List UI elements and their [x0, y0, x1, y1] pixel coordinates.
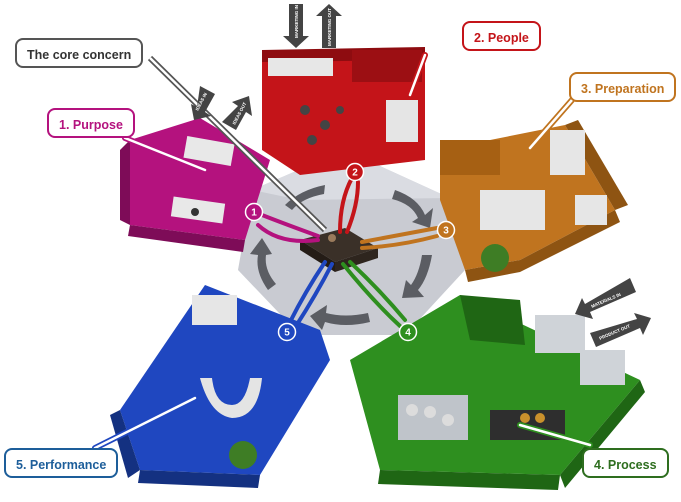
thick-arrow-icon	[316, 4, 342, 48]
callout-core-concern: The core concern	[15, 38, 144, 68]
performance-zone	[110, 285, 330, 488]
step-number: 1	[251, 208, 257, 219]
callout-performance: 5. Performance	[4, 448, 119, 478]
step-marker-2[interactable]: 2	[345, 162, 365, 182]
thick-arrow-icon	[283, 4, 309, 48]
callout-preparation: 3. Preparation	[569, 72, 677, 102]
step-number: 2	[352, 168, 358, 179]
u-shaped-table	[200, 378, 262, 418]
step-marker-3[interactable]: 3	[436, 220, 456, 240]
core-person	[328, 234, 336, 242]
step-marker-5[interactable]: 5	[277, 322, 297, 342]
marketing-out-arrow: MARKETING OUT	[316, 4, 342, 48]
ideas-out-arrow: IDEAS OUT	[222, 96, 252, 130]
callout-purpose: 1. Purpose	[47, 108, 135, 138]
purpose-zone	[120, 118, 270, 252]
thick-arrow-icon	[222, 96, 252, 130]
step-number: 3	[443, 226, 449, 237]
performance-arrow	[288, 260, 327, 324]
step-number: 4	[405, 328, 411, 339]
process-zone	[350, 295, 645, 490]
plant-icon	[481, 244, 509, 272]
curved-arrow-icon	[402, 255, 432, 298]
product-out-arrow: PRODUCT OUT	[590, 313, 651, 347]
thick-arrow-icon	[590, 313, 651, 347]
people-arrow	[338, 176, 354, 234]
purpose-arrow	[256, 223, 320, 243]
process-arrow	[348, 260, 407, 322]
svg-text:MARKETING OUT: MARKETING OUT	[327, 8, 332, 46]
callout-process: 4. Process	[582, 448, 669, 478]
plant-icon	[229, 441, 257, 469]
preparation-zone	[440, 120, 628, 282]
marketing-in-arrow: MARKETING IN	[283, 4, 309, 48]
svg-text:MARKETING IN: MARKETING IN	[294, 5, 299, 38]
materials-in-arrow: MATERIALS IN	[575, 278, 636, 319]
step-marker-1[interactable]: 1	[244, 202, 264, 222]
curved-arrow-icon	[392, 190, 433, 228]
preparation-arrow	[360, 226, 439, 244]
curved-arrow-icon	[250, 238, 276, 290]
curved-arrow-icon	[310, 305, 370, 330]
step-number: 5	[284, 328, 290, 339]
step-marker-4[interactable]: 4	[398, 322, 418, 342]
callout-leaders	[92, 52, 593, 451]
thick-arrow-icon	[575, 278, 636, 319]
floor-flow-arrows	[250, 185, 433, 330]
people-zone	[262, 47, 425, 175]
callout-people: 2. People	[462, 21, 541, 51]
process-arrows	[256, 176, 439, 328]
thick-arrow-icon	[191, 86, 215, 120]
